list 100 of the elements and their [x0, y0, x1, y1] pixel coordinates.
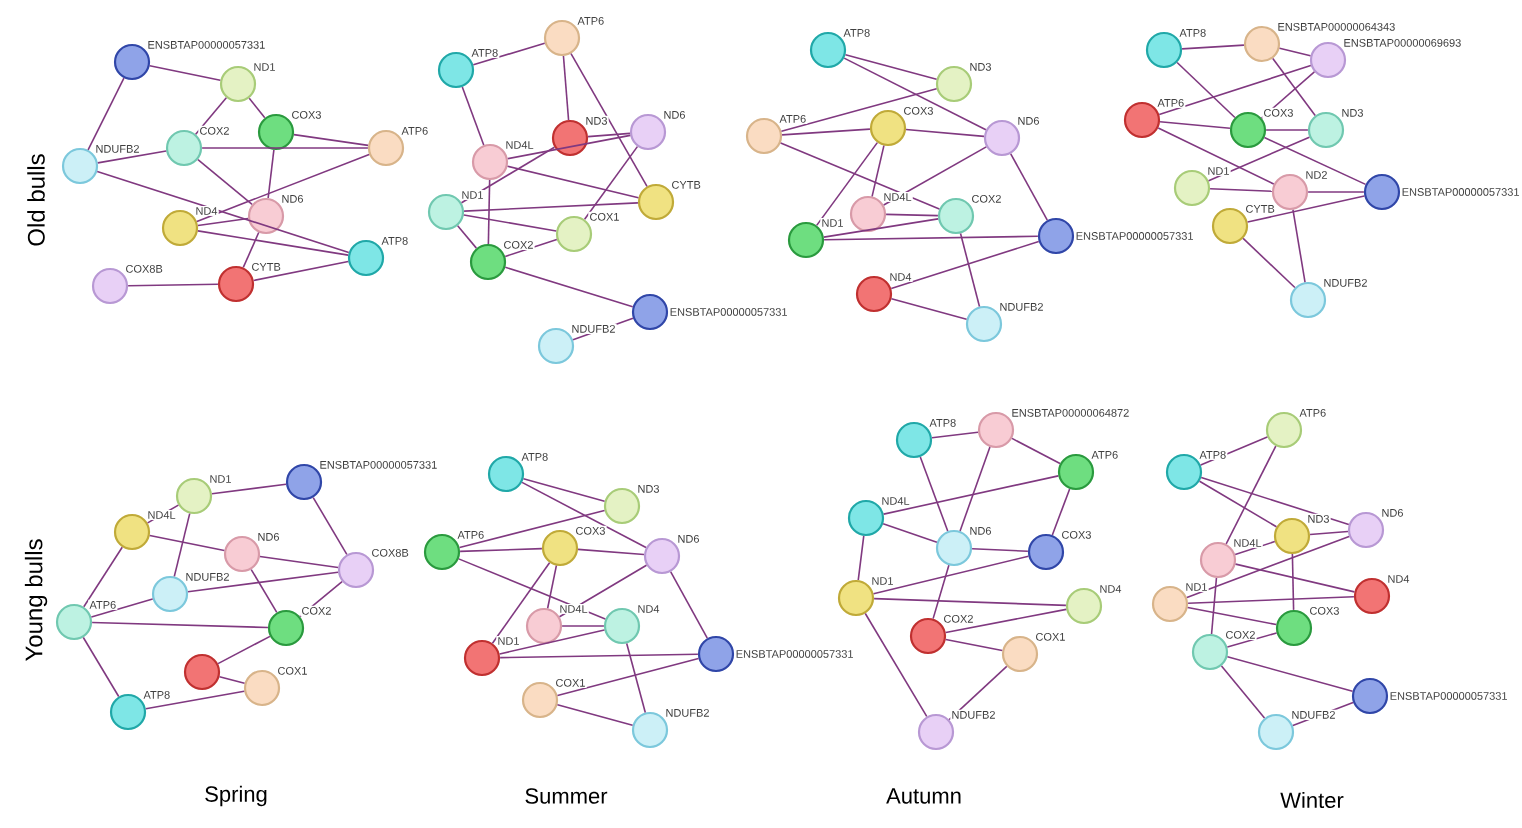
interaction-line [1309, 530, 1349, 536]
interaction-line [197, 230, 349, 256]
interaction-line [299, 580, 343, 618]
protein-node [537, 327, 575, 365]
interaction-line [499, 653, 699, 659]
protein-node [267, 609, 305, 647]
protein-node [525, 607, 563, 645]
protein-node [1309, 41, 1347, 79]
interaction-line [871, 144, 885, 198]
interaction-line [90, 598, 154, 618]
interaction-line [971, 547, 1029, 552]
protein-node [1173, 169, 1211, 207]
interaction-line [461, 86, 485, 146]
interaction-line [197, 158, 253, 206]
protein-node [1353, 577, 1391, 615]
interaction-line [87, 77, 125, 151]
interaction-line [504, 266, 634, 308]
interaction-line [577, 548, 645, 556]
protein-node [1275, 609, 1313, 647]
protein-node [1273, 517, 1311, 555]
protein-node [837, 579, 875, 617]
interaction-line [506, 165, 640, 199]
interaction-line [872, 555, 1030, 595]
protein-node [247, 197, 285, 235]
protein-node [555, 215, 593, 253]
interaction-line [196, 153, 370, 223]
protein-node [917, 713, 955, 751]
interaction-line [1200, 476, 1350, 526]
interaction-line [1291, 553, 1295, 611]
interaction-line [959, 232, 981, 308]
protein-node [423, 533, 461, 571]
protein-node [1057, 453, 1095, 491]
protein-node [91, 267, 129, 305]
interaction-line [556, 703, 634, 726]
protein-node [1145, 31, 1183, 69]
interaction-line [211, 483, 287, 495]
interaction-line [82, 636, 120, 698]
protein-node [1191, 633, 1229, 671]
protein-node [1363, 173, 1401, 211]
protein-node [809, 31, 847, 69]
interaction-line [1246, 195, 1366, 223]
interaction-line [293, 133, 369, 147]
interaction-line [1292, 209, 1306, 283]
interaction-line [507, 134, 632, 160]
protein-node [629, 113, 667, 151]
column-label: Winter [1280, 791, 1344, 809]
interaction-line [491, 561, 551, 644]
protein-node [1123, 101, 1161, 139]
interaction-line [91, 621, 269, 629]
protein-node [1265, 411, 1303, 449]
protein-node [603, 607, 641, 645]
interaction-line [267, 149, 275, 199]
protein-node [437, 51, 475, 89]
protein-node [1347, 511, 1385, 549]
interaction-line [217, 635, 271, 665]
interaction-line [1265, 129, 1309, 131]
interaction-line [885, 213, 939, 217]
interaction-line [1210, 577, 1218, 635]
interaction-line [521, 481, 647, 549]
protein-node [113, 43, 151, 81]
protein-node [1199, 541, 1237, 579]
interaction-line [472, 42, 546, 66]
protein-node [55, 603, 93, 641]
protein-node [603, 487, 641, 525]
interaction-line [146, 504, 180, 524]
protein-node [697, 635, 735, 673]
interaction-line [1009, 153, 1049, 221]
interaction-line [1307, 191, 1365, 193]
protein-node [367, 129, 405, 167]
interaction-line [857, 535, 865, 581]
interaction-line [498, 629, 606, 655]
interaction-line [558, 564, 648, 618]
interaction-line [148, 534, 226, 552]
protein-node [471, 143, 509, 181]
interaction-line [919, 456, 949, 532]
protein-node [551, 119, 589, 157]
interaction-line [197, 217, 249, 227]
protein-node [463, 639, 501, 677]
interaction-line [201, 147, 369, 149]
interaction-line [463, 214, 557, 232]
interaction-line [1186, 606, 1278, 626]
interaction-line [948, 665, 1008, 721]
protein-node [935, 65, 973, 103]
protein-node [257, 113, 295, 151]
protein-node [909, 617, 947, 655]
interaction-line [194, 97, 228, 135]
protein-node [219, 65, 257, 103]
protein-node [175, 477, 213, 515]
interaction-line [890, 240, 1040, 290]
interaction-line [242, 231, 260, 269]
protein-node [427, 193, 465, 231]
interaction-line [248, 97, 266, 119]
interaction-line [1207, 136, 1311, 182]
interaction-line [457, 558, 607, 620]
protein-node [113, 513, 151, 551]
interaction-line [844, 53, 938, 81]
interaction-line [1260, 71, 1316, 119]
row-label: Young bulls [24, 539, 48, 662]
protein-node [787, 221, 825, 259]
protein-node [165, 129, 203, 167]
